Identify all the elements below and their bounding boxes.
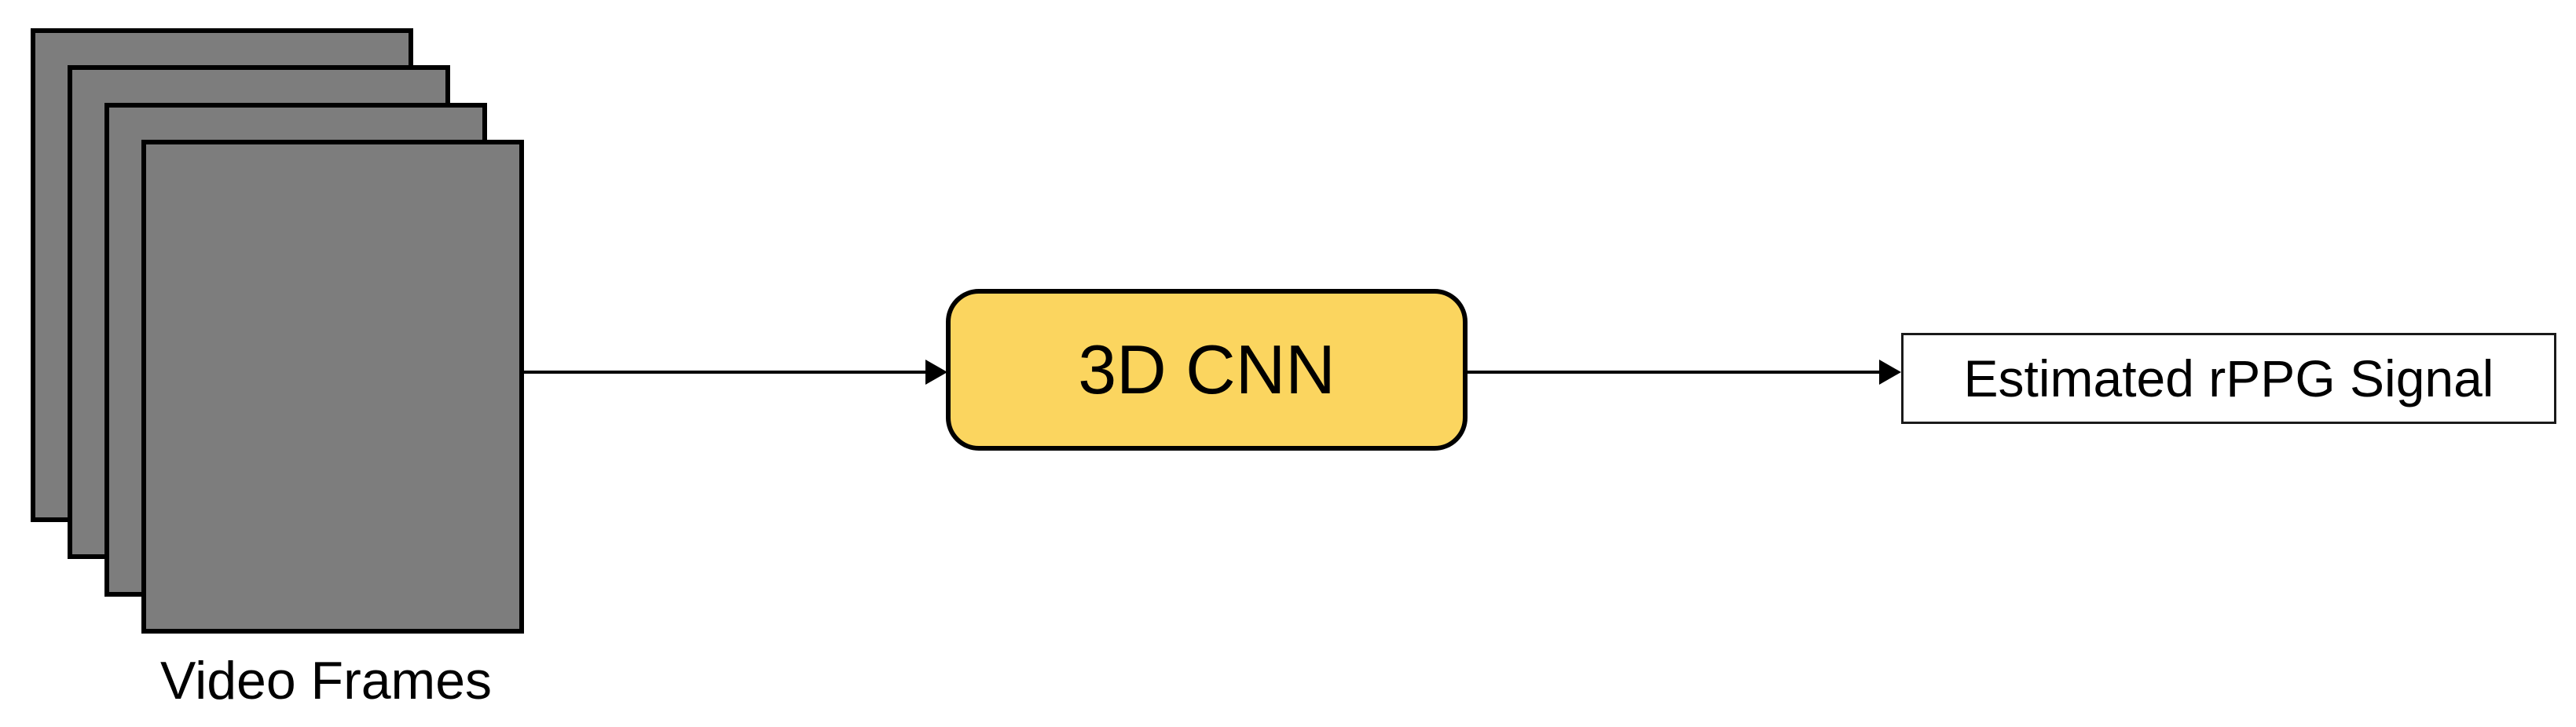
cnn-box-label: 3D CNN xyxy=(1078,331,1336,408)
arrowhead-icon xyxy=(1879,360,1901,385)
arrow-cnn-to-output xyxy=(1468,360,1901,385)
video-frames-label: Video Frames xyxy=(159,651,493,711)
arrow-frames-to-cnn xyxy=(521,360,947,385)
video-frame xyxy=(141,140,524,634)
cnn-box: 3D CNN xyxy=(946,289,1468,451)
arrow-shaft xyxy=(1468,371,1881,374)
output-box-label: Estimated rPPG Signal xyxy=(1963,349,2494,407)
arrow-shaft xyxy=(521,371,927,374)
arrowhead-icon xyxy=(925,360,947,385)
output-box: Estimated rPPG Signal xyxy=(1901,333,2556,424)
